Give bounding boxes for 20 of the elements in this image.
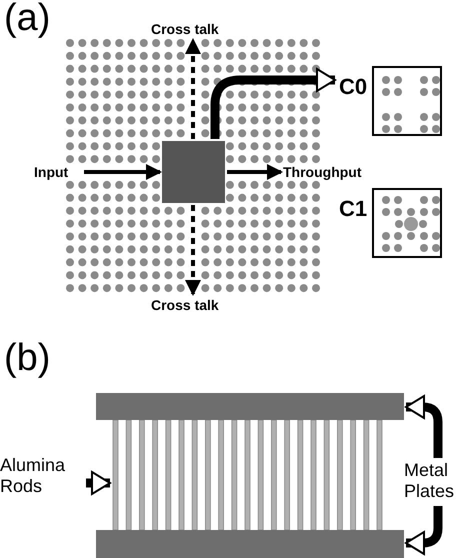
inset-label: C1	[339, 196, 368, 222]
arrow	[405, 395, 442, 458]
arrow	[86, 471, 111, 495]
panel-label: (a)	[4, 0, 50, 40]
panel-label: (b)	[4, 336, 50, 380]
metal-plate	[96, 530, 404, 558]
arrow	[185, 38, 201, 139]
text-label: Cross talk	[151, 296, 235, 314]
arrow	[84, 164, 162, 180]
inset-label: C0	[339, 74, 368, 100]
square-block	[162, 141, 225, 203]
arrow	[185, 205, 201, 296]
text-label: Metal Plates	[404, 460, 474, 504]
text-label: Alumina Rods	[0, 455, 86, 497]
arrow	[227, 164, 283, 180]
text-label: Input	[34, 163, 82, 181]
arrow	[210, 68, 336, 139]
metal-plate	[96, 393, 404, 420]
text-label: Throughput	[283, 163, 375, 181]
text-label: Cross talk	[151, 20, 235, 38]
